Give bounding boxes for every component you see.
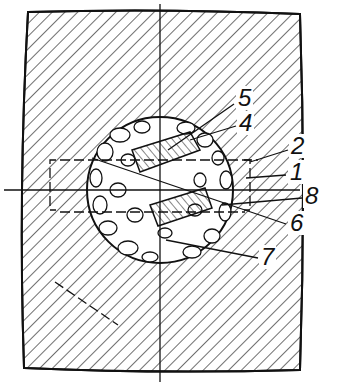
callout-number: 4 <box>237 111 254 135</box>
callout-number: 2 <box>289 134 306 158</box>
filler-pebbles <box>90 121 232 262</box>
center-axes <box>4 4 300 382</box>
wire-strand <box>132 132 200 172</box>
leader-line <box>92 104 302 258</box>
housing-block <box>22 10 303 371</box>
callout-number: 7 <box>259 245 276 269</box>
callout-number: 1 <box>288 160 305 184</box>
callout-number: 6 <box>288 211 305 235</box>
callout-number: 8 <box>303 184 320 208</box>
bracket-outline <box>50 160 258 325</box>
housing-outline <box>22 10 303 371</box>
wire-strand <box>150 188 212 226</box>
callout-number: 5 <box>236 86 253 110</box>
